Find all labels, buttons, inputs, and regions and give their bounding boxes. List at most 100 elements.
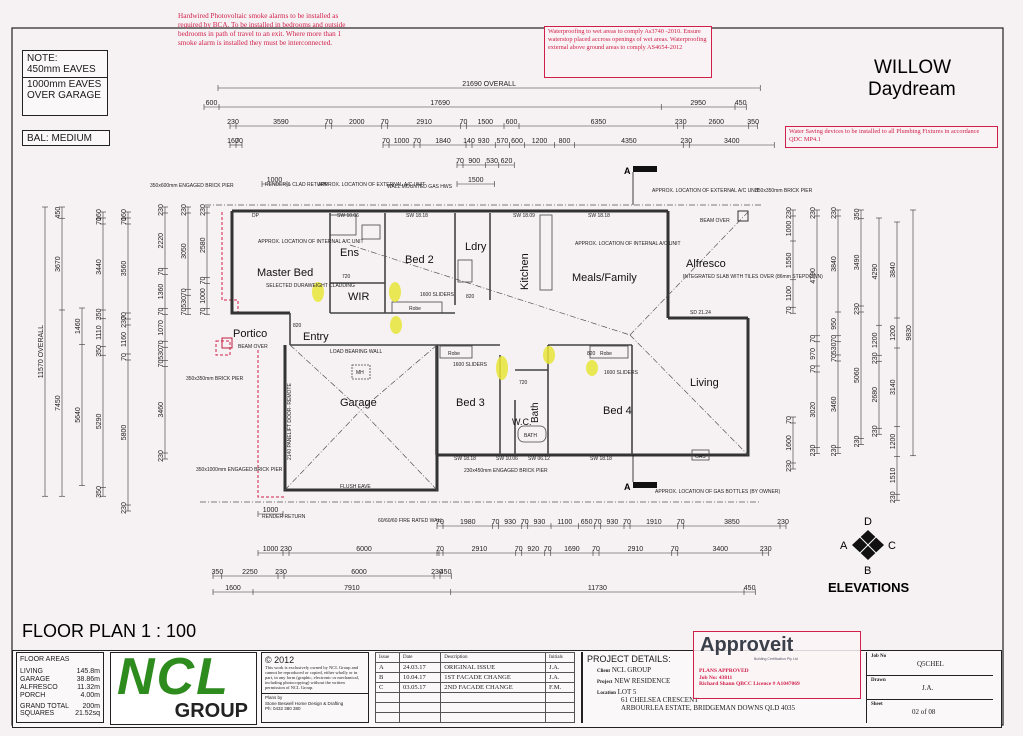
dimension-label: 970 bbox=[810, 348, 817, 360]
revision-row bbox=[375, 692, 576, 703]
floor-area-value: 4.00m bbox=[80, 692, 100, 699]
waterproofing-note: Waterproofing to wet areas to comply As3… bbox=[544, 26, 712, 78]
revision-header: Issue bbox=[375, 652, 400, 663]
dimension-label: 160 bbox=[227, 138, 239, 145]
location-street: 61 CHELSEA CRESCENT bbox=[621, 696, 699, 704]
dimension-label: 1500 bbox=[468, 177, 484, 184]
dimension-label: 230 bbox=[831, 207, 838, 219]
approval-stamp: Approveit Building Certification Pty Ltd… bbox=[693, 631, 861, 699]
dimension-label: 2910 bbox=[472, 546, 488, 553]
label-door-720-2: 720 bbox=[519, 380, 528, 386]
dimension-label: 230 bbox=[280, 546, 292, 553]
dimension-label: 600 bbox=[206, 100, 218, 107]
room-ens: Ens bbox=[340, 247, 359, 259]
label-bath-fixture: BATH bbox=[524, 433, 537, 439]
revision-header: Date bbox=[398, 652, 442, 663]
note-beam-over: BEAM OVER bbox=[700, 218, 730, 224]
room-wc: W.C. bbox=[512, 417, 532, 427]
dimension-label: 6000 bbox=[356, 546, 372, 553]
dimension-label: 160 bbox=[121, 209, 128, 221]
dimension-label: 230 bbox=[810, 445, 817, 457]
dimension-label: 230 bbox=[181, 204, 188, 216]
copyright-box: © 2012 This work is exclusively owned by… bbox=[261, 652, 369, 723]
dimension-label: 3850 bbox=[724, 519, 740, 526]
dimension-label: 70 bbox=[786, 306, 793, 314]
label-render-return-2: RENDER RETURN bbox=[262, 514, 306, 520]
dimension-label: 2000 bbox=[349, 119, 365, 126]
dimension-label: 70 bbox=[460, 119, 468, 126]
dimension-label: 1500 bbox=[477, 119, 493, 126]
dimension-label: 70 bbox=[515, 546, 523, 553]
label-sw-1818: SW 18.18 bbox=[406, 213, 428, 219]
label-robe-bed2: Robe bbox=[409, 306, 421, 312]
label-sw-1006-2: SW 10.06 bbox=[496, 456, 518, 462]
job-no: Q5CHEL bbox=[917, 660, 944, 668]
elevation-a: A bbox=[840, 540, 848, 552]
dimension-label: 3440 bbox=[96, 259, 103, 275]
dimension-label: 5640 bbox=[75, 407, 82, 423]
dimension-label: 7450 bbox=[55, 395, 62, 411]
room-alfresco: Alfresco bbox=[686, 258, 726, 270]
revision-cell bbox=[544, 712, 576, 723]
revision-cell: F.M. bbox=[544, 682, 576, 693]
grand-total-label: GRAND TOTAL bbox=[20, 703, 70, 710]
room-bed4: Bed 4 bbox=[603, 405, 632, 417]
elevation-d: D bbox=[864, 516, 872, 528]
dimension-label: 530 bbox=[181, 296, 188, 308]
dimension-label: 70 bbox=[521, 519, 529, 526]
note-pier-350x1000: 350x1000mm ENGAGED BRICK PIER bbox=[196, 467, 283, 473]
dimension-label: 3400 bbox=[724, 138, 740, 145]
dimension-label: 620 bbox=[501, 158, 513, 165]
dimension-chain-right: 9830 bbox=[906, 209, 916, 457]
sheet-label: Sheet bbox=[871, 702, 883, 707]
note-int-ac: APPROX. LOCATION OF INTERNAL A/C UNIT bbox=[258, 239, 364, 245]
walls bbox=[230, 209, 750, 492]
dimension-label: 1200 bbox=[532, 138, 548, 145]
dimension-label: 70 bbox=[181, 288, 188, 296]
dimension-label: 11570 OVERALL bbox=[38, 325, 45, 378]
dimension-label: 1070 bbox=[158, 320, 165, 336]
dimension-label: 1000 bbox=[263, 507, 279, 514]
dimension-label: 2910 bbox=[628, 546, 644, 553]
dimension-label: 350 bbox=[747, 119, 759, 126]
dimension-label: 230 bbox=[872, 352, 879, 364]
dimension-label: 230 bbox=[760, 546, 772, 553]
dimension-label: 1910 bbox=[646, 519, 662, 526]
dimension-label: 1000 bbox=[267, 177, 283, 184]
dimension-label: 70 bbox=[158, 340, 165, 348]
floor-area-label: ALFRESCO bbox=[20, 684, 58, 691]
dimension-label: 530 bbox=[486, 158, 498, 165]
revision-cell bbox=[375, 692, 400, 703]
dimension-label: 230 bbox=[275, 569, 287, 576]
room-ldry: Ldry bbox=[465, 241, 487, 253]
note-gas-hws: WALL MOUNTED GAS HWS bbox=[387, 184, 453, 190]
job-no-label: Job No bbox=[871, 654, 887, 659]
room-wir: WIR bbox=[348, 291, 369, 303]
dimension-label: 1200 bbox=[872, 332, 879, 348]
revision-row bbox=[375, 712, 576, 723]
dimension-label: 7910 bbox=[344, 585, 360, 592]
dimension-label: 450 bbox=[735, 100, 747, 107]
drawn-label: Drawn bbox=[871, 678, 886, 683]
dimension-label: 1690 bbox=[564, 546, 580, 553]
dimension-label: 3490 bbox=[854, 254, 861, 270]
revision-cell bbox=[544, 692, 576, 703]
floor-area-label: GARAGE bbox=[20, 676, 50, 683]
dimension-label: 3670 bbox=[55, 256, 62, 272]
dimension-label: 1200 bbox=[890, 434, 897, 450]
room-entry: Entry bbox=[303, 331, 329, 343]
dimension-label: 800 bbox=[559, 138, 571, 145]
floor-area-label: PORCH bbox=[20, 692, 46, 699]
label-sw-1818-2: SW 18.18 bbox=[588, 213, 610, 219]
